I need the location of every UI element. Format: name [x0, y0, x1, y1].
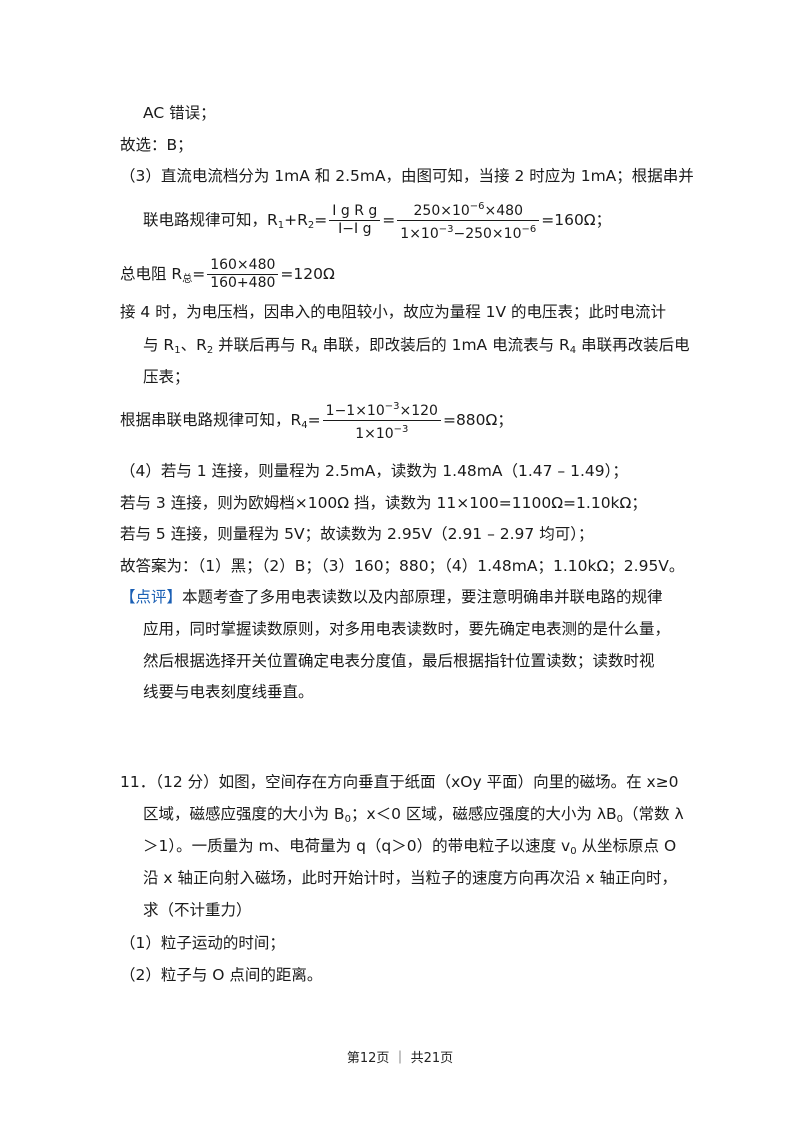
- comment-line: 【点评】本题考查了多用电表读数以及内部原理，要注意明确串并联电路的规律: [120, 588, 663, 606]
- text-line: （4）若与 1 连接，则量程为 2.5mA，读数为 1.48mA（1.47 – …: [120, 462, 628, 480]
- text-line: ＞1）。一质量为 m、电荷量为 q（q＞0）的带电粒子以速度 v0 从坐标原点 …: [143, 837, 677, 857]
- page-footer: 第12页 ｜ 共21页: [346, 1051, 454, 1066]
- text-line: （3）直流电流档分为 1mA 和 2.5mA，由图可知，当接 2 时应为 1mA…: [120, 167, 694, 185]
- text-line: 若与 5 连接，则量程为 5V；故读数为 2.95V（2.91 – 2.97 均…: [120, 525, 594, 543]
- text-line: 故选：B；: [120, 136, 193, 154]
- text-line: 压表；: [143, 368, 190, 386]
- text-line: 然后根据选择开关位置确定电表分度值，最后根据指针位置读数；读数时视: [143, 652, 655, 670]
- comment-tag: 【点评】: [120, 588, 183, 606]
- text-line: AC 错误；: [143, 104, 216, 122]
- text-line: 应用，同时掌握读数原则，对多用电表读数时，要先确定电表测的是什么量，: [143, 620, 671, 638]
- text-line: 若与 3 连接，则为欧姆档×100Ω 挡，读数为 11×100=1100Ω=1.…: [120, 494, 647, 512]
- text-line: 求（不计重力）: [143, 901, 252, 919]
- text-line: 故答案为：（1）黑；（2）B；（3）160；880；（4）1.48mA；1.10…: [120, 557, 685, 575]
- text-line: 线要与电表刻度线垂直。: [143, 683, 314, 701]
- text-line: 接 4 时，为电压档，因串入的电阻较小，故应为量程 1V 的电压表；此时电流计: [120, 303, 667, 321]
- text-line: 沿 x 轴正向射入磁场，此时开始计时，当粒子的速度方向再次沿 x 轴正向时，: [143, 869, 678, 887]
- text-line: （2）粒子与 O 点间的距离。: [120, 966, 323, 984]
- text-line: （1）粒子运动的时间；: [120, 934, 285, 952]
- question-title: 11．（12 分）如图，空间存在方向垂直于纸面（xOy 平面）向里的磁场。在 x…: [120, 773, 679, 791]
- text-line: 与 R1、R2 并联后再与 R4 串联，即改装后的 1mA 电流表与 R4 串联…: [143, 336, 690, 356]
- text-line: 区域，磁感应强度的大小为 B0；x＜0 区域，磁感应强度的大小为 λB0（常数 …: [143, 805, 684, 825]
